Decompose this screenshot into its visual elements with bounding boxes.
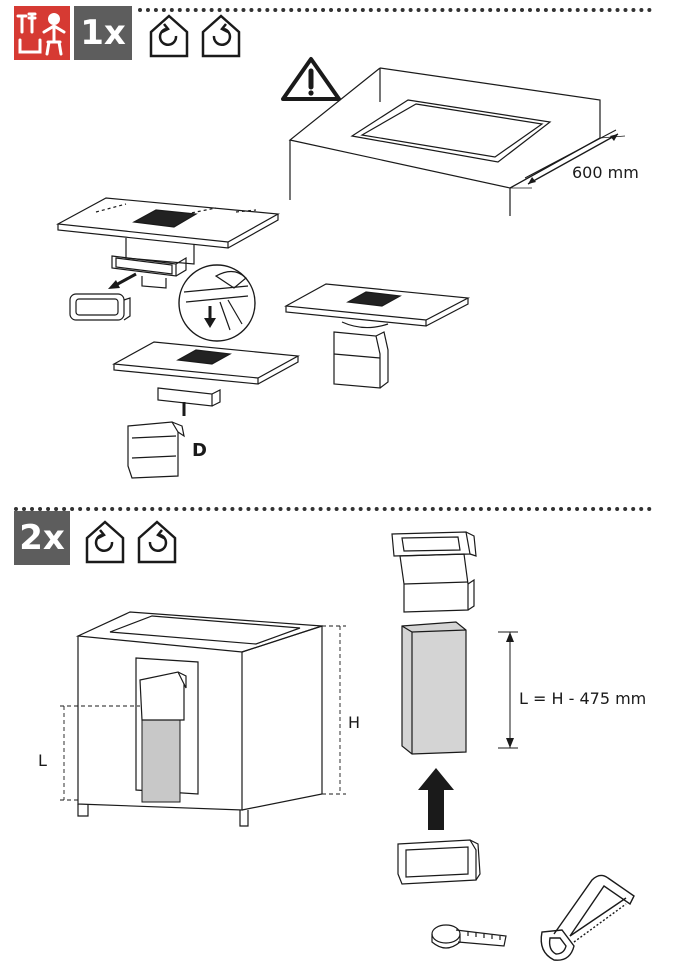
- duct-pipe-drawing: [401, 621, 467, 755]
- lower-connector-drawing: [397, 839, 481, 885]
- step1-divider: [138, 8, 652, 12]
- detail-magnifier-drawing: [178, 264, 256, 342]
- part-d-label: D: [192, 440, 207, 461]
- hob-with-extraction-unit-drawing: [56, 197, 280, 289]
- hob-with-duct-connector-drawing: [284, 283, 471, 389]
- up-arrow-icon: [418, 768, 454, 830]
- installer-badge: [14, 6, 70, 60]
- step2-divider: [14, 507, 652, 511]
- tape-measure-icon: [431, 924, 507, 949]
- step1-count-badge: 1x: [74, 6, 132, 60]
- adapter-part-removed-drawing: [69, 293, 131, 321]
- installer-tools-icon: [16, 12, 66, 56]
- hacksaw-icon: [540, 874, 635, 961]
- upper-connector-drawing: [391, 531, 477, 613]
- duct-length-label: L: [38, 751, 47, 770]
- rotate-counterclockwise-house-icon: [85, 520, 125, 564]
- hob-with-flat-duct-drawing: [112, 341, 300, 416]
- cabinet-with-duct-drawing: [60, 611, 346, 827]
- duct-length-formula-label: L = H - 475 mm: [519, 689, 647, 708]
- duct-length-dimension-line: [498, 631, 518, 749]
- countertop-cutout-drawing: [288, 67, 626, 216]
- rotate-counterclockwise-house-icon: [149, 14, 189, 58]
- warning-triangle-icon: [281, 57, 341, 101]
- cabinet-height-label: H: [348, 713, 361, 732]
- countertop-depth-label: 600 mm: [572, 163, 639, 182]
- step2-count-badge: 2x: [14, 511, 70, 565]
- part-d-connector-drawing: [127, 421, 185, 479]
- rotate-clockwise-house-icon: [137, 520, 177, 564]
- rotate-clockwise-house-icon: [201, 14, 241, 58]
